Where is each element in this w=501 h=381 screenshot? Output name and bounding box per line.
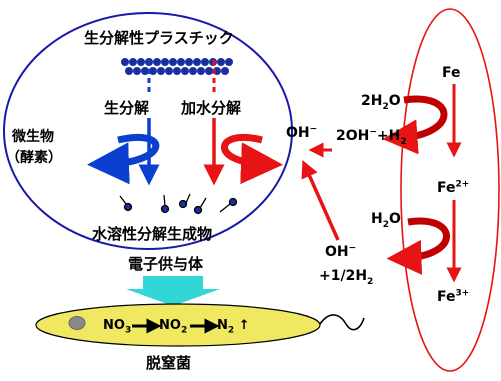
hydroxide-label: OH−: [286, 124, 318, 141]
hydroxide-bottom-line1: OH−: [325, 243, 357, 260]
polymer-chain: [121, 58, 233, 75]
no2-label: NO2: [159, 318, 188, 336]
biodegradation-label: 生分解: [104, 99, 150, 117]
electron-donor-label: 電子供与体: [128, 255, 204, 273]
products-label: 水溶性分解生成物: [92, 225, 213, 243]
hydrolysis-curved-arrow: [221, 133, 283, 185]
water-curved-arrow-2: [386, 217, 450, 275]
degradation-products: [119, 193, 238, 215]
denitrifier-cell: [35, 303, 321, 347]
water1-label: 2H2O: [361, 93, 401, 112]
flagellum: [319, 314, 365, 331]
water2-label: H2O: [371, 211, 401, 230]
enzyme-label: （酵素）: [6, 150, 62, 166]
hydroxide-arrow-bottom: [301, 160, 340, 241]
fe2-label: Fe2+: [437, 179, 470, 196]
denitrifier-label: 脱窒菌: [146, 354, 192, 372]
plastic-ellipse: [3, 12, 293, 250]
iron-ellipse: [400, 8, 500, 372]
iron-products-label: 2OH−+H2: [336, 127, 407, 147]
microbe-label: 微生物: [12, 129, 54, 145]
plastic-title: 生分解性プラスチック: [84, 29, 234, 47]
fe3-label: Fe3+: [437, 288, 470, 305]
electron-donor-arrow: [126, 276, 220, 306]
n2-label: N2 ↑: [217, 318, 250, 336]
fe-label: Fe: [442, 65, 461, 81]
water-curved-arrow-1: [382, 95, 448, 155]
hydrolysis-label: 加水分解: [181, 99, 242, 117]
hydroxide-bottom-line2: +1/2H2: [319, 268, 374, 287]
cell-nucleus: [68, 316, 86, 330]
enzyme-curved-arrow: [87, 133, 160, 185]
no3-label: NO3: [103, 318, 132, 336]
